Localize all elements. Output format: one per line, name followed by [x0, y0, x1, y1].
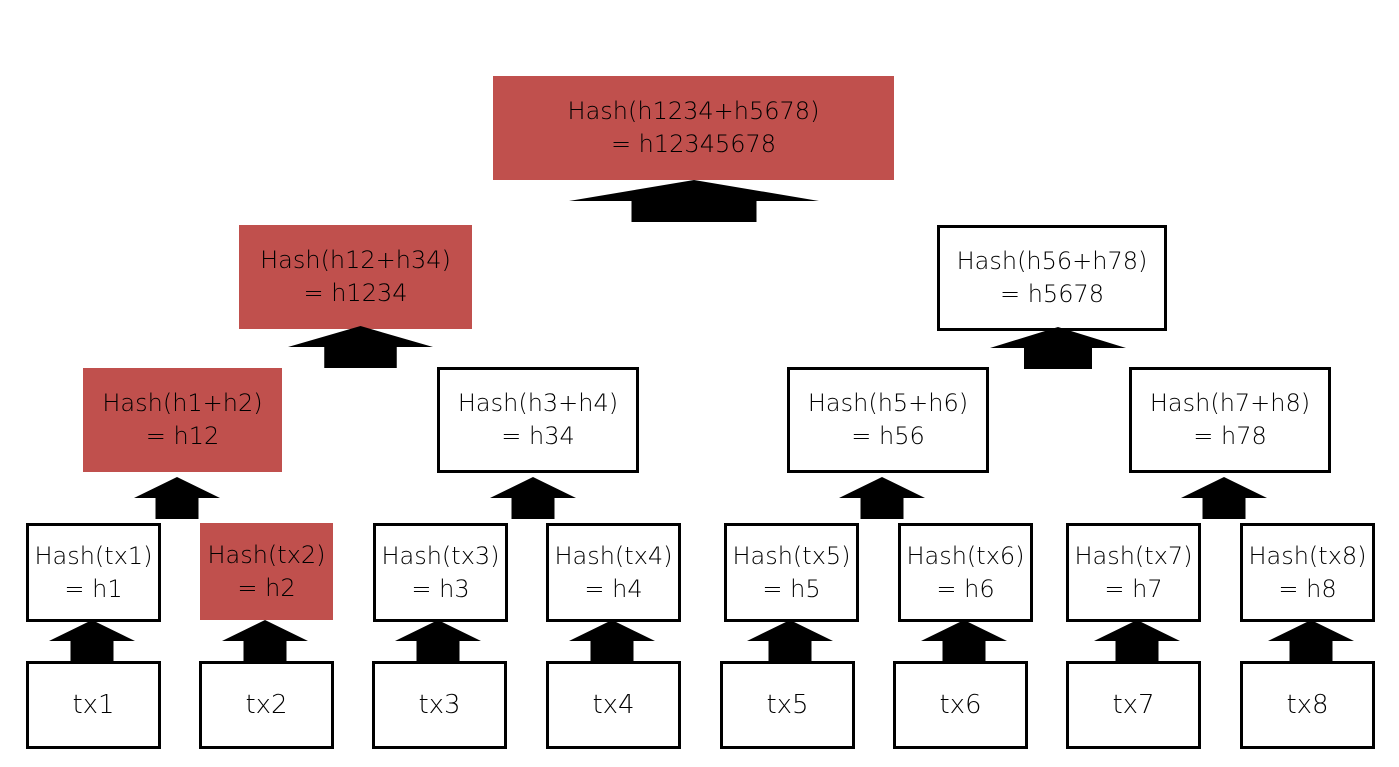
hash-formula-h56: Hash(h5+h6) — [807, 389, 969, 417]
transaction-label-tx4: tx4 — [592, 689, 635, 720]
hash-result-h12: = h12 — [145, 422, 220, 450]
hash-formula-h34: Hash(h3+h4) — [457, 389, 619, 417]
hash-formula-h12: Hash(h1+h2) — [102, 389, 263, 417]
transaction-label-tx6: tx6 — [939, 689, 982, 720]
hash-node-h7: Hash(tx7) = h7 — [1066, 523, 1201, 622]
hash-result-h6: = h6 — [936, 574, 995, 603]
hash-node-h1234: Hash(h12+h34) = h1234 — [239, 225, 472, 329]
hash-node-h3: Hash(tx3) = h3 — [373, 523, 508, 622]
up-arrow-icon — [395, 620, 481, 662]
hash-result-h34: = h34 — [501, 422, 575, 450]
up-arrow-icon — [747, 620, 833, 662]
up-arrow-icon — [990, 327, 1126, 369]
up-arrow-icon — [921, 620, 1007, 662]
root-hash-result: = h12345678 — [610, 130, 777, 158]
hash-node-h56: Hash(h5+h6) = h56 — [787, 367, 989, 473]
hash-formula-h5: Hash(tx5) — [732, 541, 851, 570]
hash-formula-h8: Hash(tx8) — [1248, 541, 1367, 570]
transaction-node-tx1: tx1 — [26, 661, 161, 749]
transaction-node-tx8: tx8 — [1240, 661, 1375, 749]
root-hash-node: Hash(h1234+h5678) = h12345678 — [493, 76, 894, 180]
hash-result-h5: = h5 — [762, 574, 821, 603]
hash-result-h8: = h8 — [1278, 574, 1337, 603]
up-arrow-icon — [134, 477, 220, 519]
hash-result-h5678: = h5678 — [999, 280, 1105, 308]
hash-node-h12: Hash(h1+h2) = h12 — [83, 368, 282, 472]
hash-formula-h5678: Hash(h56+h78) — [956, 247, 1148, 275]
hash-result-h3: = h3 — [411, 574, 470, 603]
root-hash-formula: Hash(h1234+h5678) — [567, 97, 820, 125]
up-arrow-icon — [1268, 620, 1354, 662]
up-arrow-icon — [1094, 620, 1180, 662]
hash-result-h2: = h2 — [237, 573, 296, 602]
transaction-node-tx3: tx3 — [372, 661, 507, 749]
hash-formula-h1: Hash(tx1) — [34, 541, 153, 570]
hash-formula-h6: Hash(tx6) — [906, 541, 1025, 570]
hash-node-h4: Hash(tx4) = h4 — [546, 523, 681, 622]
transaction-label-tx2: tx2 — [245, 689, 288, 720]
up-arrow-icon — [490, 477, 576, 519]
hash-node-h1: Hash(tx1) = h1 — [26, 523, 161, 622]
transaction-label-tx8: tx8 — [1286, 689, 1329, 720]
transaction-label-tx1: tx1 — [72, 689, 115, 720]
up-arrow-icon — [288, 326, 433, 368]
hash-node-h5678: Hash(h56+h78) = h5678 — [937, 225, 1167, 331]
hash-node-h2: Hash(tx2) = h2 — [200, 523, 333, 620]
hash-result-h4: = h4 — [584, 574, 643, 603]
transaction-node-tx5: tx5 — [720, 661, 855, 749]
transaction-label-tx7: tx7 — [1112, 689, 1155, 720]
hash-node-h6: Hash(tx6) = h6 — [898, 523, 1033, 622]
transaction-node-tx4: tx4 — [546, 661, 681, 749]
up-arrow-icon — [569, 180, 819, 222]
hash-result-h78: = h78 — [1193, 422, 1267, 450]
hash-node-h34: Hash(h3+h4) = h34 — [437, 367, 639, 473]
up-arrow-icon — [839, 477, 925, 519]
hash-result-h1234: = h1234 — [303, 279, 408, 307]
hash-formula-h78: Hash(h7+h8) — [1149, 389, 1311, 417]
up-arrow-icon — [1181, 477, 1267, 519]
transaction-label-tx3: tx3 — [418, 689, 461, 720]
transaction-node-tx7: tx7 — [1066, 661, 1201, 749]
up-arrow-icon — [222, 620, 308, 662]
transaction-label-tx5: tx5 — [766, 689, 809, 720]
hash-result-h1: = h1 — [64, 574, 123, 603]
hash-node-h8: Hash(tx8) = h8 — [1240, 523, 1375, 622]
hash-formula-h2: Hash(tx2) — [207, 540, 326, 569]
hash-node-h5: Hash(tx5) = h5 — [724, 523, 859, 622]
hash-result-h7: = h7 — [1104, 574, 1163, 603]
up-arrow-icon — [49, 620, 135, 662]
hash-result-h56: = h56 — [851, 422, 925, 450]
up-arrow-icon — [569, 620, 655, 662]
hash-formula-h3: Hash(tx3) — [381, 541, 500, 570]
transaction-node-tx2: tx2 — [199, 661, 334, 749]
hash-formula-h4: Hash(tx4) — [554, 541, 673, 570]
hash-formula-h1234: Hash(h12+h34) — [260, 246, 451, 274]
transaction-node-tx6: tx6 — [893, 661, 1028, 749]
hash-formula-h7: Hash(tx7) — [1074, 541, 1193, 570]
hash-node-h78: Hash(h7+h8) = h78 — [1129, 367, 1331, 473]
